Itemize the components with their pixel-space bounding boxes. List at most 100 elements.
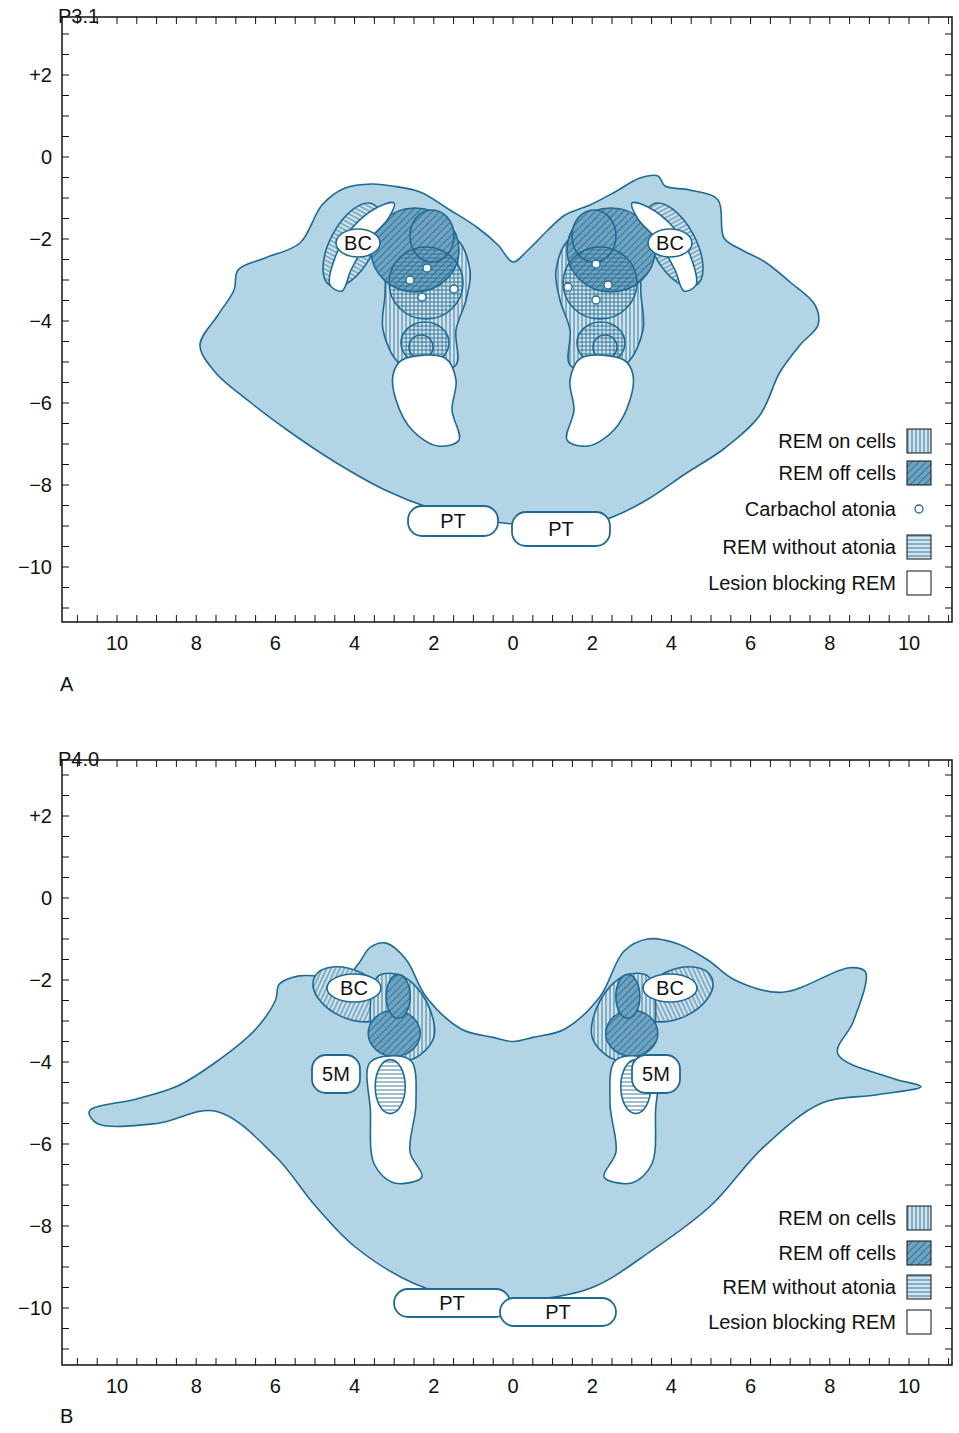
axis-label: 4: [349, 632, 360, 654]
axis-label: 4: [666, 1375, 677, 1397]
rem-off-region: [386, 974, 410, 1018]
axis-label: −4: [29, 1051, 52, 1073]
rem-off-region: [616, 974, 640, 1018]
lesion-region: [367, 1056, 422, 1184]
axis-label: 4: [349, 1375, 360, 1397]
axis-label: 0: [41, 887, 52, 909]
lesion-region: [329, 202, 394, 291]
axis-label: 2: [428, 632, 439, 654]
carbachol-site: [450, 285, 458, 293]
structure-label: PT: [511, 511, 611, 547]
axis-label: −2: [29, 969, 52, 991]
legend-swatch: [906, 428, 932, 454]
axis-label: −8: [29, 474, 52, 496]
axis-label: 10: [106, 632, 128, 654]
panel-label: B: [60, 1405, 73, 1427]
axis-label: 6: [745, 1375, 756, 1397]
axis-label: 0: [507, 632, 518, 654]
panel-label: A: [60, 673, 73, 695]
axis-label: −8: [29, 1215, 52, 1237]
legend-swatch: [906, 1309, 932, 1335]
carbachol-site: [564, 283, 572, 291]
axis-label: −10: [18, 1297, 52, 1319]
axis-label: 10: [898, 632, 920, 654]
legend-swatch: [906, 570, 932, 596]
structure-name: BC: [656, 232, 684, 254]
legend-swatch: [906, 534, 932, 560]
rem-without-atonia-region: [563, 247, 637, 319]
axis-label: 2: [587, 1375, 598, 1397]
structure-label: 5M: [631, 1054, 681, 1094]
axis-label: 8: [824, 632, 835, 654]
carbachol-site: [604, 281, 612, 289]
axis-label: 0: [507, 1375, 518, 1397]
legend-swatch: [906, 496, 932, 522]
legend-swatch: [906, 1274, 932, 1300]
structure-name: PT: [545, 1301, 571, 1323]
legend-text: REM on cells: [778, 430, 896, 452]
legend-text: REM without atonia: [723, 536, 896, 558]
panel-label: P3.1: [58, 5, 99, 27]
structure-name: BC: [340, 977, 368, 999]
legend-text: Lesion blocking REM: [708, 1311, 896, 1333]
axis-label: 10: [898, 1375, 920, 1397]
axis-label: 8: [824, 1375, 835, 1397]
structure-label: BC: [326, 973, 382, 1003]
structure-name: PT: [439, 1292, 465, 1314]
rem-without-atonia-region: [389, 247, 463, 319]
lesion-region: [392, 355, 459, 446]
axis-label: −6: [29, 1133, 52, 1155]
axis-label: 0: [41, 146, 52, 168]
axis-label: 6: [270, 632, 281, 654]
carbachol-site: [592, 260, 600, 268]
carbachol-site: [418, 293, 426, 301]
structure-label: PT: [499, 1297, 617, 1327]
lesion-region: [632, 202, 697, 291]
carbachol-site: [423, 264, 431, 272]
legend-text: REM on cells: [778, 1207, 896, 1229]
axis-label: −2: [29, 228, 52, 250]
axis-label: +2: [29, 64, 52, 86]
axis-label: −10: [18, 556, 52, 578]
structure-label: PT: [407, 505, 499, 537]
structure-name: PT: [548, 518, 574, 540]
legend-text: Lesion blocking REM: [708, 572, 896, 594]
carbachol-site: [406, 276, 414, 284]
structure-name: BC: [344, 232, 372, 254]
brainstem-outline: [200, 175, 819, 526]
legend-text: REM off cells: [779, 1242, 896, 1264]
axis-ticks: [62, 760, 952, 1365]
structure-name: 5M: [642, 1063, 670, 1085]
structure-label: BC: [335, 228, 381, 258]
legend-text: Carbachol atonia: [745, 498, 896, 520]
legend-swatch: [906, 460, 932, 486]
carbachol-site: [592, 296, 600, 304]
structure-label: 5M: [311, 1054, 361, 1094]
axis-label: 8: [191, 1375, 202, 1397]
structure-name: 5M: [322, 1063, 350, 1085]
axis-label: 4: [666, 632, 677, 654]
axis-label: +2: [29, 805, 52, 827]
axis-label: 2: [428, 1375, 439, 1397]
axis-label: 10: [106, 1375, 128, 1397]
axis-label: 2: [587, 632, 598, 654]
plot-frame: [62, 17, 952, 622]
structure-label: PT: [393, 1288, 511, 1318]
brainstem-outline: [89, 939, 921, 1302]
structure-label: BC: [642, 973, 698, 1003]
legend-text: REM off cells: [779, 462, 896, 484]
axis-label: −4: [29, 310, 52, 332]
axis-label: 6: [270, 1375, 281, 1397]
panel-label: P4.0: [58, 748, 99, 770]
axis-label: −6: [29, 392, 52, 414]
axis-label: 6: [745, 632, 756, 654]
legend-text: REM without atonia: [723, 1276, 896, 1298]
structure-name: BC: [656, 977, 684, 999]
axis-ticks: [62, 17, 952, 622]
legend-swatch: [906, 1240, 932, 1266]
plot-frame: [62, 760, 952, 1365]
structure-label: BC: [647, 228, 693, 258]
legend-swatch: [906, 1205, 932, 1231]
lesion-region: [566, 355, 633, 446]
rem-without-atonia-region: [375, 1060, 405, 1114]
